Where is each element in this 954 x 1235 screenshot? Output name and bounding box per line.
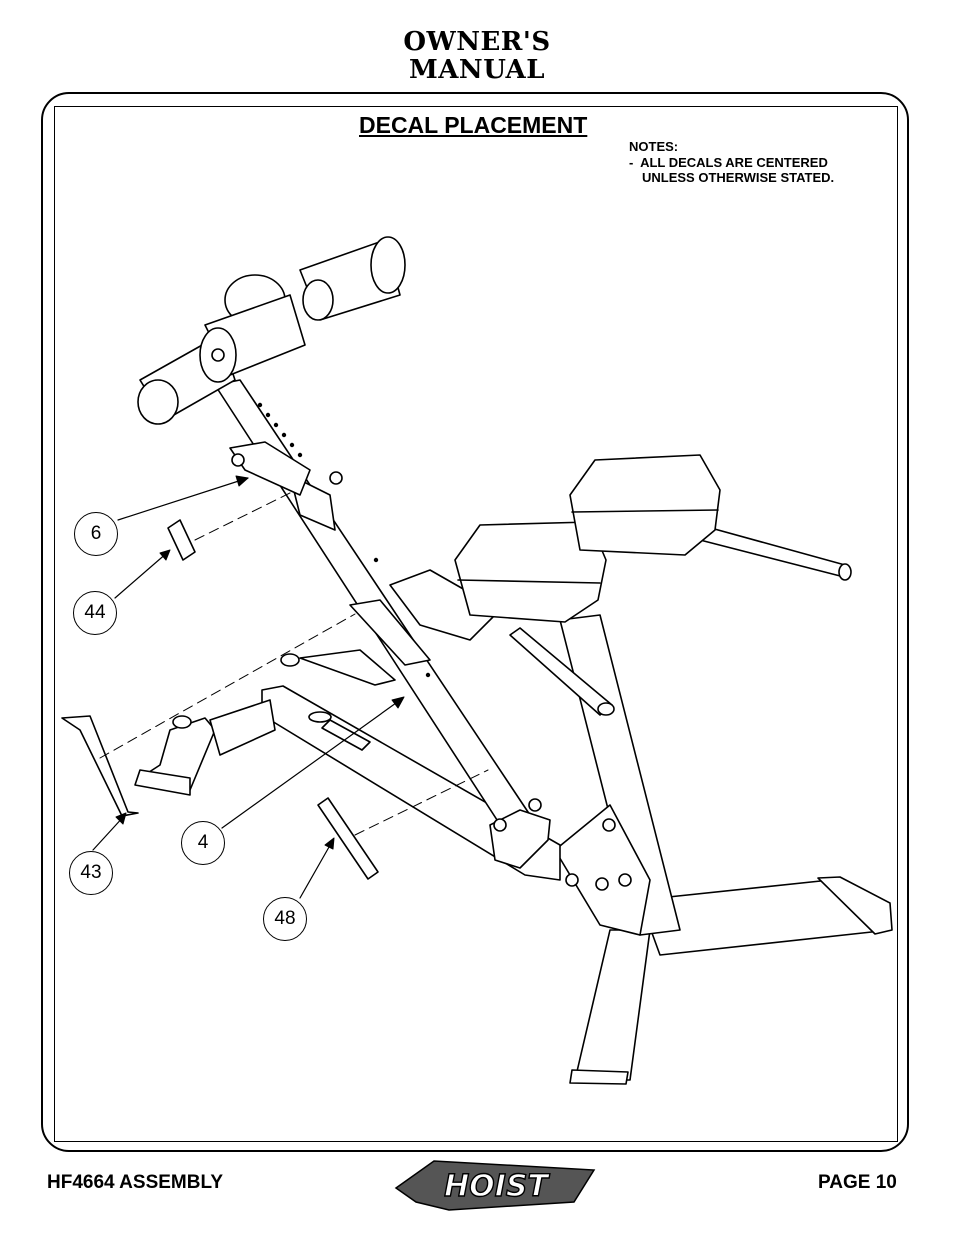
rail-plate (321, 719, 371, 751)
bolt (565, 873, 579, 887)
manual-title-line2: MANUAL (408, 55, 546, 85)
callout-43: 43 (69, 851, 113, 895)
outer-frame (41, 92, 909, 1152)
callout-48: 48 (263, 897, 307, 941)
foot-tube (209, 699, 276, 756)
foot-plate (134, 769, 191, 796)
front-foot-cap (569, 1069, 629, 1085)
notes-line1: - ALL DECALS ARE CENTERED (629, 155, 828, 170)
section-title: DECAL PLACEMENT (359, 112, 588, 138)
decal-48 (317, 797, 379, 880)
handle-cap (838, 563, 852, 581)
rear-handle (699, 524, 849, 579)
knob (280, 653, 300, 667)
footer-assembly-label: HF4664 ASSEMBLY (47, 1172, 223, 1193)
decal-43 (61, 715, 139, 817)
upper-roller-end (370, 236, 406, 294)
right-foot-cap (817, 876, 893, 935)
footer-page-number: PAGE 10 (818, 1172, 897, 1193)
bolt (595, 877, 609, 891)
handle-cap (597, 702, 615, 716)
rear-seat-pad (569, 454, 721, 556)
knob (172, 715, 192, 729)
callout-6: 6 (74, 512, 118, 556)
lower-roller-end (137, 379, 179, 425)
bolt (618, 873, 632, 887)
notes-heading: NOTES: (629, 139, 679, 154)
bracket-plate (299, 649, 396, 686)
bolt (602, 818, 616, 832)
bench-diagram (61, 236, 893, 1085)
seat-frame (389, 569, 501, 641)
hoist-logo-text: HOIST (444, 1169, 550, 1204)
decal-44 (167, 519, 196, 561)
manual-title-line1: OWNER'S (403, 27, 551, 57)
sleeve (349, 599, 431, 666)
pop-pin (329, 471, 343, 485)
base-gusset (554, 804, 651, 936)
callout-44: 44 (73, 591, 117, 635)
rail-knob (308, 711, 332, 723)
bolt (231, 453, 245, 467)
upper-roller-hub (302, 279, 334, 321)
bolt (528, 798, 542, 812)
pivot-arm (229, 441, 311, 496)
front-leg (574, 929, 651, 1081)
front-seat-pad (454, 521, 607, 623)
bolt (493, 818, 507, 832)
inner-frame (54, 106, 898, 1142)
hoist-logo: HOIST (394, 1160, 596, 1211)
callout-4: 4 (181, 821, 225, 865)
roller-bolt (211, 348, 225, 362)
notes-line2: UNLESS OTHERWISE STATED. (642, 170, 835, 185)
